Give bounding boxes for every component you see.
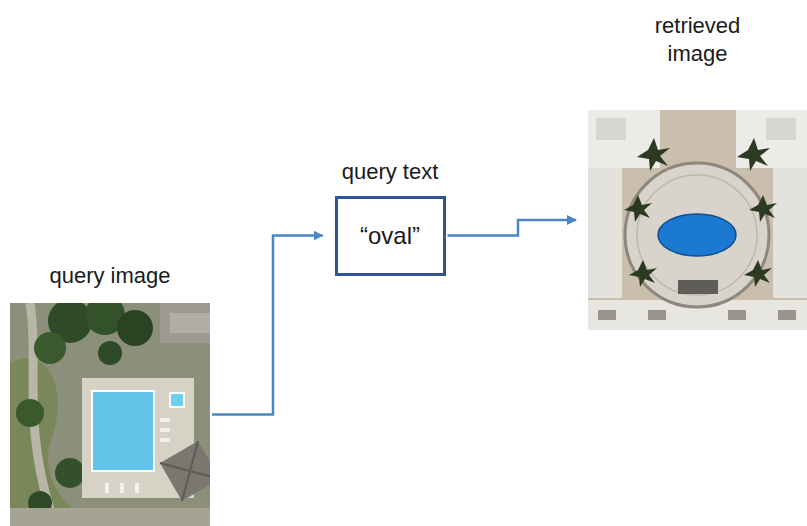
heading-label: retrieved image: [633, 12, 763, 67]
satellite-image: [10, 303, 210, 526]
flow-arrow: [212, 236, 323, 415]
satellite-image: [588, 110, 807, 330]
query-box: query text “oval”: [300, 158, 480, 276]
image-node: retrieved image: [588, 12, 807, 67]
heading-label: query text: [342, 158, 439, 186]
query-text: “oval”: [360, 222, 420, 250]
image-node: query image: [10, 262, 210, 290]
flow-arrow: [448, 220, 577, 236]
heading-label: query image: [10, 262, 210, 290]
text-box: “oval”: [335, 196, 446, 276]
